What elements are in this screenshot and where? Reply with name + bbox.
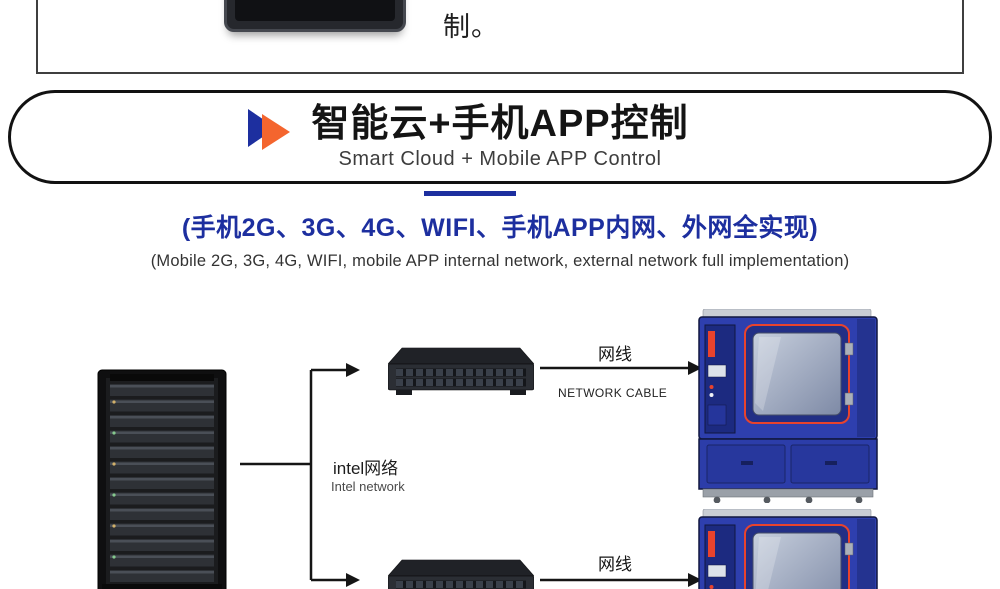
- subheading-chinese: (手机2G、3G、4G、WIFI、手机APP内网、外网全实现): [181, 214, 819, 242]
- previous-section-box: [36, 0, 964, 74]
- network-cable-top-label-en: NETWORK CABLE: [558, 386, 668, 400]
- previous-section-trailing-text: 制。: [443, 12, 499, 42]
- network-switch-bottom-image: [388, 556, 534, 589]
- section-title: 智能云+手机APP控制: [311, 103, 689, 145]
- section-subtitle: Smart Cloud + Mobile APP Control: [338, 148, 662, 170]
- server-rack-image: [96, 368, 228, 589]
- blue-divider: [424, 191, 516, 196]
- test-chamber-bottom-image: [697, 509, 879, 589]
- intel-network-label-en: Intel network: [331, 479, 405, 494]
- control-panel-screen: [235, 0, 395, 21]
- network-switch-top-image: [388, 344, 534, 398]
- intel-network-label-cn: intel网络: [333, 459, 399, 478]
- test-chamber-top-image: [697, 309, 879, 503]
- subheading-english: (Mobile 2G, 3G, 4G, WIFI, mobile APP int…: [150, 252, 850, 270]
- section-banner: 智能云+手机APP控制 Smart Cloud + Mobile APP Con…: [8, 90, 992, 184]
- play-arrows-icon: [248, 109, 290, 150]
- network-cable-bottom-label-cn: 网线: [598, 555, 632, 574]
- network-cable-top-label-cn: 网线: [598, 345, 632, 364]
- control-panel-image: [224, 0, 406, 32]
